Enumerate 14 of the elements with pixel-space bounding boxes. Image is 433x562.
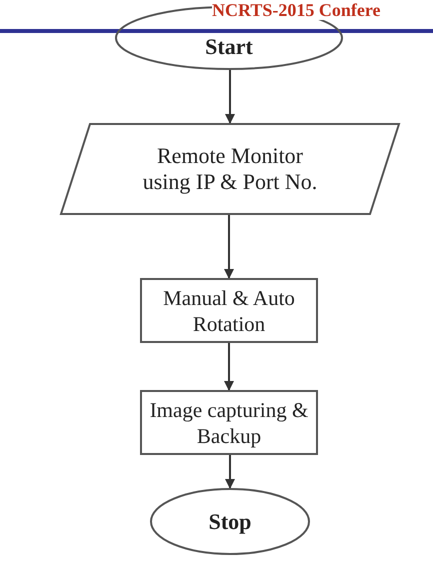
node-label: Stop <box>208 508 252 534</box>
arrow <box>224 343 234 391</box>
conference-header: NCRTS-2015 Confere <box>212 0 381 20</box>
node-label: Image capturing & Backup <box>148 396 310 448</box>
terminal-ellipse <box>150 488 310 555</box>
input-parallelogram <box>60 123 400 215</box>
process-box <box>140 278 318 343</box>
process-box <box>140 390 318 455</box>
node-label: Start <box>205 34 253 60</box>
node-label: Remote Monitor using IP & Port No. <box>142 143 318 195</box>
node-label: Manual & Auto Rotation <box>162 284 296 336</box>
arrow <box>225 455 235 489</box>
arrow <box>225 70 235 124</box>
arrow <box>224 215 234 279</box>
